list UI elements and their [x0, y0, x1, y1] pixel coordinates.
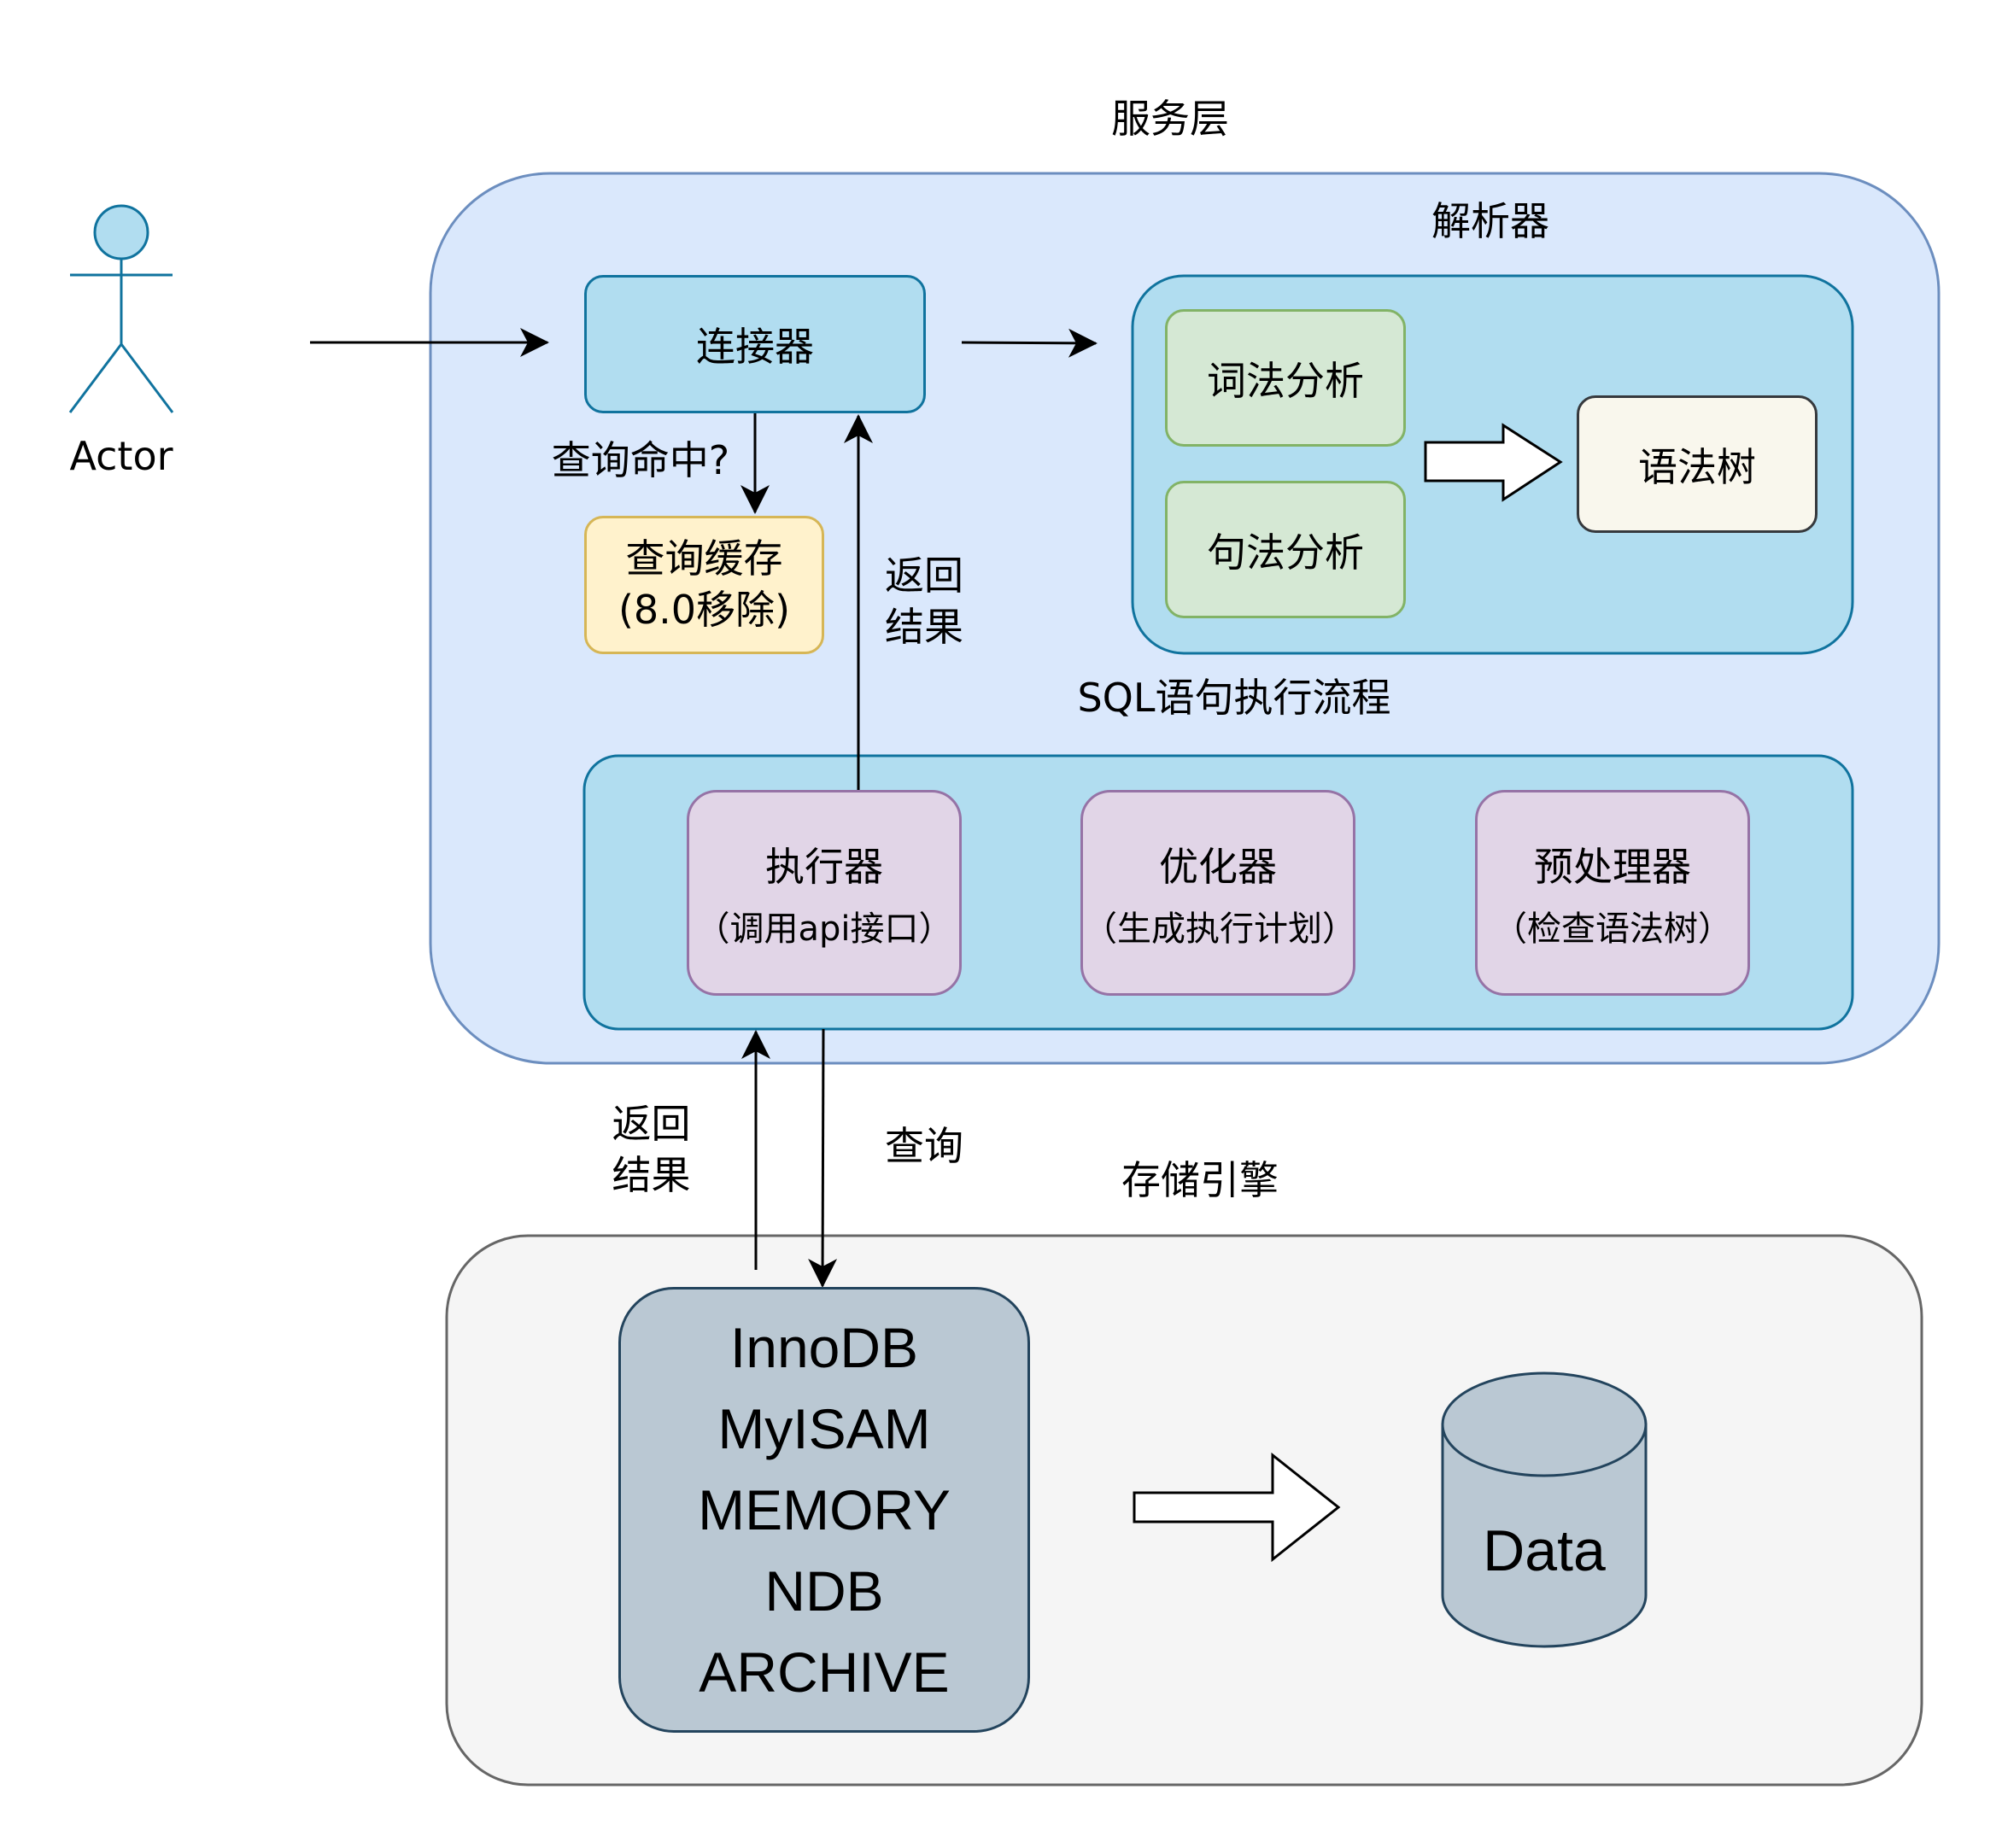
optimizer-box[interactable]: 优化器 （生成执行计划）	[1080, 790, 1356, 996]
optimizer-note: （生成执行计划）	[1083, 909, 1356, 949]
syntax-tree-label: 语法树	[1638, 443, 1756, 490]
engine-myisam: MyISAM	[717, 1396, 931, 1460]
engine-ndb: NDB	[764, 1559, 884, 1623]
service-layer-title: 服务层	[1111, 96, 1229, 142]
return-label-lower-line2: 结果	[612, 1151, 691, 1198]
executor-box[interactable]: 执行器 （调用api接口）	[687, 790, 962, 996]
connector-box[interactable]: 连接器	[584, 275, 926, 413]
return-label-lower-line1: 返回	[612, 1101, 691, 1147]
connector-label: 连接器	[696, 324, 814, 370]
return-label-line2: 结果	[885, 603, 963, 650]
preprocessor-label: 预处理器	[1534, 843, 1691, 890]
engine-memory: MEMORY	[698, 1477, 951, 1541]
engine-archive: ARCHIVE	[699, 1640, 950, 1704]
actor-figure-icon	[68, 204, 174, 413]
executor-label: 执行器	[765, 843, 883, 890]
storage-block-arrow	[1133, 1452, 1341, 1563]
syntax-analysis-box[interactable]: 句法分析	[1165, 481, 1406, 618]
return-label-line1: 返回	[885, 553, 963, 599]
query-label: 查询	[885, 1123, 963, 1169]
preprocessor-note: （检查语法树）	[1493, 909, 1732, 949]
executor-note: （调用api接口）	[695, 909, 953, 949]
storage-engines-box[interactable]: InnoDB MyISAM MEMORY NDB ARCHIVE	[618, 1287, 1030, 1733]
syntax-analysis-label: 句法分析	[1207, 529, 1364, 576]
lexical-analysis-label: 词法分析	[1207, 357, 1364, 404]
return-result-label-upper: 返回 结果	[873, 551, 975, 653]
parser-title: 解析器	[1431, 198, 1549, 244]
syntax-tree-box[interactable]: 语法树	[1577, 395, 1818, 533]
query-cache-label: 查询缓存	[625, 535, 783, 582]
lexical-analysis-box[interactable]: 词法分析	[1165, 309, 1406, 447]
optimizer-label: 优化器	[1159, 843, 1277, 890]
preprocessor-box[interactable]: 预处理器 （检查语法树）	[1475, 790, 1750, 996]
engine-innodb: InnoDB	[729, 1315, 919, 1379]
actor-label: Actor	[69, 433, 173, 479]
arrow-connector-to-parser	[961, 328, 1098, 358]
arrow-executor-to-storage	[808, 1028, 838, 1288]
return-result-label-lower: 返回 结果	[598, 1099, 705, 1202]
query-cache-box[interactable]: 查询缓存 (8.0移除)	[584, 516, 824, 654]
query-cache-note: (8.0移除)	[618, 587, 791, 633]
parser-block-arrow	[1424, 423, 1563, 502]
data-cylinder-icon	[1441, 1371, 1648, 1648]
storage-layer-title: 存储引擎	[1121, 1157, 1279, 1203]
data-label: Data	[1483, 1518, 1606, 1583]
sql-flow-title: SQL语句执行流程	[1077, 675, 1391, 721]
cache-question-label: 查询命中?	[551, 437, 730, 483]
